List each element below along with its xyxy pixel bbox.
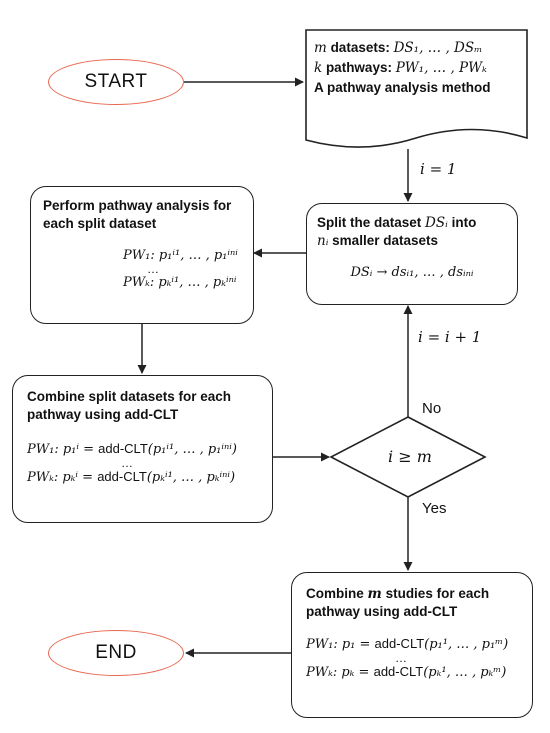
method-label: A pathway analysis method: [314, 80, 491, 95]
pathways-label: pathways:: [322, 60, 396, 75]
combine-split-eq-last: PWₖ: pₖⁱ = add-CLT(pₖⁱ¹, … , pₖⁱⁿⁱ): [27, 468, 258, 486]
split-title: Split the dataset DSᵢ into: [317, 214, 507, 232]
combine-studies-var: m: [367, 586, 382, 602]
input-line-method: A pathway analysis method: [314, 78, 526, 97]
decision-condition: i ≥ m: [388, 447, 432, 466]
start-terminal: START: [48, 59, 184, 105]
pathways-count-var: k: [314, 60, 323, 76]
combine-studies-title-b: studies for each pathway using add-CLT: [306, 586, 490, 619]
datasets-count-var: m: [314, 40, 327, 56]
perform-eq-last: PWₖ: pₖⁱ¹, … , pₖⁱⁿⁱ: [123, 275, 237, 290]
combine-split-box: Combine split datasets for each pathway …: [12, 375, 273, 523]
perform-eq-first: PW₁: p₁ⁱ¹, … , p₁ⁱⁿⁱ: [123, 248, 238, 263]
combine-studies-eq2-lhs: PWₖ: pₖ =: [306, 665, 374, 680]
end-terminal: END: [48, 630, 184, 676]
combine-split-eq1-fn: add-CLT: [98, 441, 148, 456]
perform-title: Perform pathway analysis for each split …: [43, 198, 232, 231]
combine-studies-eq-first: PW₁: p₁ = add-CLT(p₁¹, … , p₁ᵐ): [306, 635, 518, 653]
split-title-end: into: [447, 215, 477, 230]
combine-studies-eq2-args: (pₖ¹, … , pₖᵐ): [423, 665, 507, 680]
input-document-shape: [305, 29, 528, 148]
split-title-text: Split the dataset: [317, 215, 426, 230]
combine-split-title: Combine split datasets for each pathway …: [27, 389, 232, 422]
combine-studies-eq-last: PWₖ: pₖ = add-CLT(pₖ¹, … , pₖᵐ): [306, 663, 518, 681]
combine-studies-title: Combine m studies for each pathway using…: [306, 585, 518, 621]
edge-label-init: i = 1: [420, 160, 457, 178]
split-subtitle: nᵢ smaller datasets: [317, 232, 507, 250]
pathways-list: PW₁, … , PWₖ: [395, 60, 487, 76]
combine-studies-eq1-fn: add-CLT: [374, 636, 425, 651]
combine-split-equations: PW₁: p₁ⁱ = add-CLT(p₁ⁱ¹, … , p₁ⁱⁿⁱ) … PW…: [27, 440, 258, 486]
combine-split-eq2-args: (pₖⁱ¹, … , pₖⁱⁿⁱ): [146, 470, 236, 485]
split-dataset-box: Split the dataset DSᵢ into nᵢ smaller da…: [306, 203, 518, 305]
perform-ellipsis: …: [147, 262, 159, 276]
split-formula: DSᵢ → dsᵢ₁, … , dsᵢₙᵢ: [350, 265, 474, 280]
combine-split-eq-first: PW₁: p₁ⁱ = add-CLT(p₁ⁱ¹, … , p₁ⁱⁿⁱ): [27, 440, 258, 458]
split-subtitle-text: smaller datasets: [328, 233, 438, 248]
perform-analysis-box: Perform pathway analysis for each split …: [30, 186, 254, 324]
combine-studies-eq1-lhs: PW₁: p₁ =: [306, 637, 375, 652]
combine-split-eq1-args: (p₁ⁱ¹, … , p₁ⁱⁿⁱ): [147, 442, 237, 457]
combine-studies-ellipsis: …: [395, 651, 407, 665]
combine-split-eq1-lhs: PW₁: p₁ⁱ =: [27, 442, 99, 457]
start-label: START: [84, 71, 148, 92]
datasets-list: DS₁, … , DSₘ: [393, 40, 483, 56]
decision-no-label: No: [422, 400, 442, 417]
input-line-pathways: k pathways: PW₁, … , PWₖ: [314, 58, 526, 78]
end-label: END: [95, 642, 137, 663]
input-document: m datasets: DS₁, … , DSₘ k pathways: PW₁…: [314, 38, 526, 97]
decision-yes-label: Yes: [422, 500, 447, 517]
combine-studies-box: Combine m studies for each pathway using…: [291, 572, 533, 718]
combine-studies-equations: PW₁: p₁ = add-CLT(p₁¹, … , p₁ᵐ) … PWₖ: p…: [306, 635, 518, 681]
edge-label-increment: i = i + 1: [418, 328, 482, 346]
split-count-var: nᵢ: [317, 233, 329, 249]
combine-split-ellipsis: …: [121, 456, 133, 470]
input-line-datasets: m datasets: DS₁, … , DSₘ: [314, 38, 526, 58]
combine-split-eq2-fn: add-CLT: [97, 469, 147, 484]
combine-split-eq2-lhs: PWₖ: pₖⁱ =: [27, 470, 98, 485]
combine-studies-eq1-args: (p₁¹, … , p₁ᵐ): [424, 637, 509, 652]
combine-studies-eq2-fn: add-CLT: [373, 664, 424, 679]
datasets-label: datasets:: [326, 40, 394, 55]
split-dataset-var: DSᵢ: [425, 215, 448, 231]
combine-studies-title-a: Combine: [306, 586, 368, 601]
perform-equations: PW₁: p₁ⁱ¹, … , p₁ⁱⁿⁱ … PWₖ: pₖⁱ¹, … , pₖ…: [43, 247, 241, 291]
